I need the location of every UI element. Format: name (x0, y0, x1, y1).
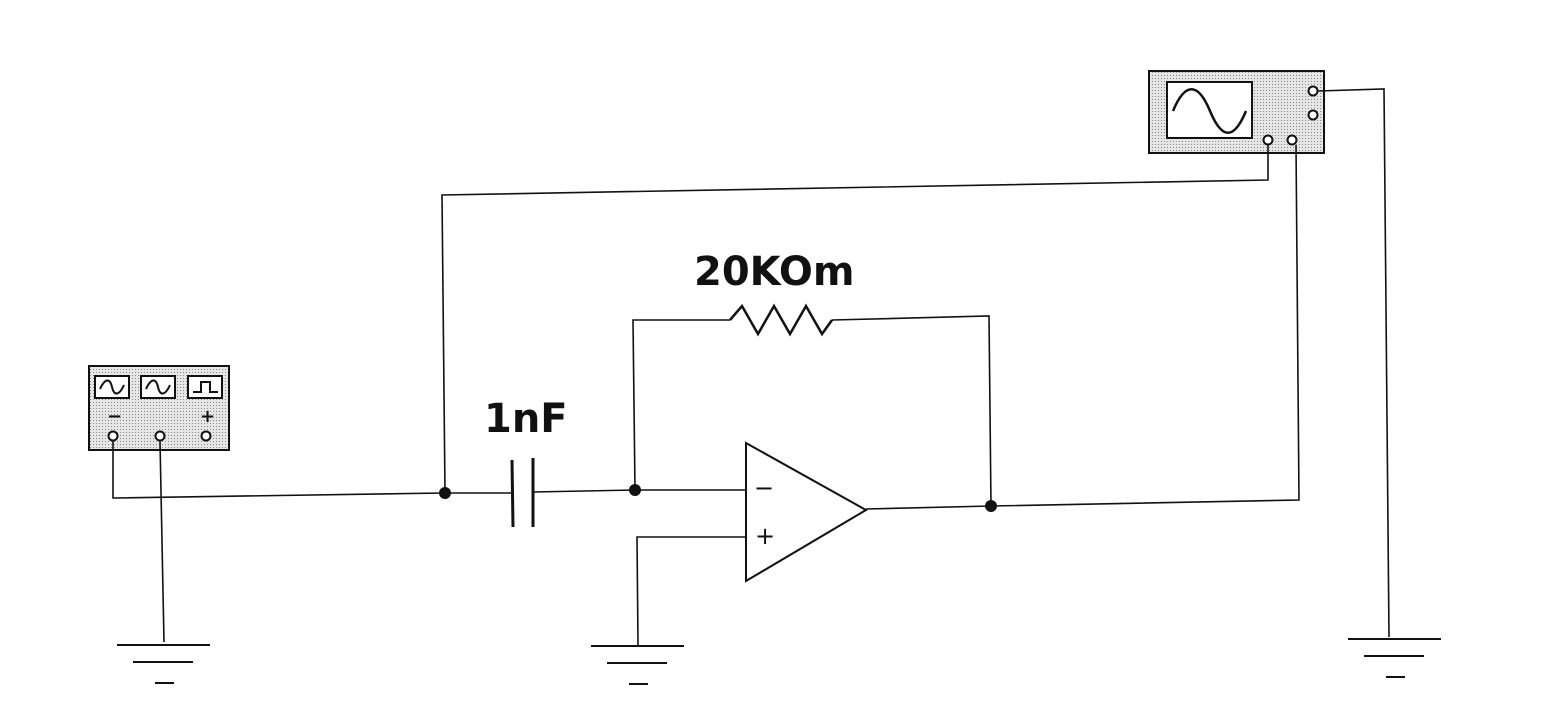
sine-wave-button-icon[interactable] (94, 375, 130, 399)
triangle-wave-button-icon[interactable] (140, 375, 176, 399)
fg-minus-terminal[interactable] (107, 430, 119, 442)
ground-right-icon (1348, 638, 1441, 678)
scope-channel-b-terminal[interactable] (1286, 134, 1298, 146)
junctions (439, 484, 997, 512)
oscilloscope[interactable] (1148, 70, 1325, 154)
fg-common-terminal[interactable] (154, 430, 166, 442)
fg-plus-sign: + (200, 406, 215, 427)
fg-minus-sign: − (107, 406, 122, 427)
scope-terminal-a[interactable] (1307, 85, 1319, 97)
function-generator[interactable]: − + (88, 365, 230, 451)
square-wave-button-icon[interactable] (187, 375, 223, 399)
op-amp[interactable]: − + (745, 441, 869, 583)
sine-wave-icon (1171, 88, 1248, 134)
resistor[interactable]: 20KOm (694, 249, 855, 337)
opamp-noninverting-sign: + (755, 522, 775, 550)
junction-inverting-node (629, 484, 641, 496)
capacitor[interactable]: 1nF (484, 396, 568, 528)
capacitor-label: 1nF (484, 396, 568, 442)
fg-plus-terminal[interactable] (200, 430, 212, 442)
junction-output-node (985, 500, 997, 512)
scope-channel-a-terminal[interactable] (1262, 134, 1274, 146)
resistor-label: 20KOm (694, 249, 855, 295)
junction-input-node (439, 487, 451, 499)
wires (112, 88, 1390, 646)
ground-left-icon (117, 644, 210, 684)
scope-terminal-b[interactable] (1307, 109, 1319, 121)
opamp-inverting-sign: − (754, 474, 774, 502)
ground-middle-icon (591, 645, 684, 685)
